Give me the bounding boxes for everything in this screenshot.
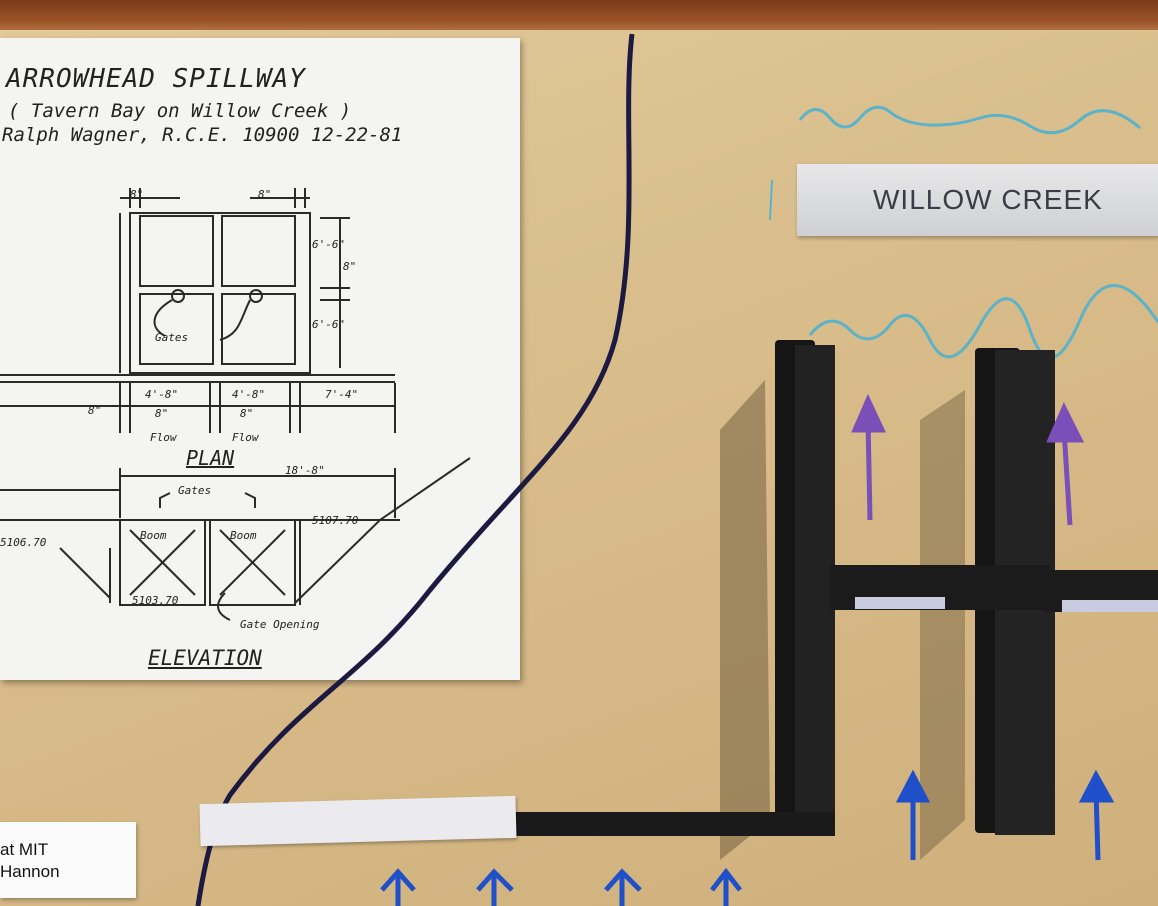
gates-label-plan: Gates xyxy=(155,331,189,344)
dim-bay-1: 4'-8" xyxy=(145,388,179,401)
creek-path-line xyxy=(195,33,635,906)
drawing-subtitle-location: ( Tavern Bay on Willow Creek ) xyxy=(8,100,352,122)
dim-flow-1: 8" xyxy=(155,407,169,420)
dim-right-1: 6'-6" xyxy=(312,238,346,251)
drawing-title: ARROWHEAD SPILLWAY xyxy=(6,64,306,94)
dim-right-3: 6'-6" xyxy=(312,318,346,331)
elevation-5106: 5106.70 xyxy=(0,536,47,549)
plan-heading: PLAN xyxy=(186,446,235,470)
water-line-top xyxy=(798,105,1141,135)
purple-flow-arrows xyxy=(851,393,1085,526)
drawing-subtitle-engineer: Ralph Wagner, R.C.E. 10900 12-22-81 xyxy=(2,124,403,146)
water-tick xyxy=(769,179,773,221)
elevation-5107: 5107.70 xyxy=(312,514,359,527)
flow-label-2: Flow xyxy=(232,431,259,444)
dim-wall-1: 8" xyxy=(88,404,102,417)
elevation-5103: 5103.70 xyxy=(132,594,179,607)
boom-label-1: Boom xyxy=(140,529,167,542)
dim-top-2: 8" xyxy=(258,188,272,201)
credit-line-1: at MIT xyxy=(0,840,49,859)
boom-label-2: Boom xyxy=(230,529,257,542)
spillway-drawing-sheet: ARROWHEAD SPILLWAY ( Tavern Bay on Willo… xyxy=(0,38,520,680)
credit-card: at MIT Hannon xyxy=(0,822,136,898)
spillway-model xyxy=(515,340,1158,836)
flow-label-1: Flow xyxy=(150,431,177,444)
credit-line-2: Hannon xyxy=(0,862,60,881)
dim-bay-3: 7'-4" xyxy=(325,388,359,401)
dim-bay-2: 4'-8" xyxy=(232,388,266,401)
span-dimension: 18'-8" xyxy=(285,464,325,477)
dim-top-1: 8" xyxy=(130,188,144,201)
model-shadow-2 xyxy=(920,390,965,860)
dim-flow-2: 8" xyxy=(240,407,254,420)
creek-name-label: WILLOW CREEK xyxy=(797,164,1158,236)
tape-strip xyxy=(199,795,517,847)
creek-name-text: WILLOW CREEK xyxy=(873,184,1103,215)
gates-label-elevation: Gates xyxy=(178,484,212,497)
gate-opening-label: Gate Opening xyxy=(240,618,320,631)
blue-flow-arrows xyxy=(380,769,1115,906)
plan-elevation-sketch xyxy=(0,188,471,621)
table-edge xyxy=(0,0,1158,34)
elevation-heading: ELEVATION xyxy=(148,646,262,670)
model-shadow xyxy=(720,380,770,860)
dim-right-2: 8" xyxy=(343,260,357,273)
water-line-bottom xyxy=(808,284,1158,360)
